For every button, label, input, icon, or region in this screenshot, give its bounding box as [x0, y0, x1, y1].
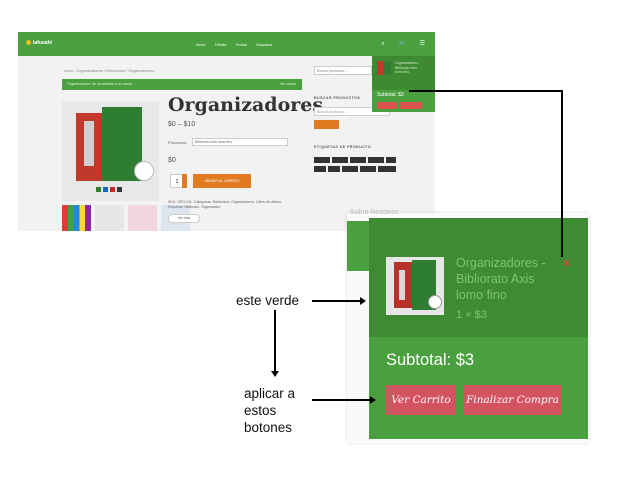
- mini-cart-thumbnail-green: [383, 61, 391, 75]
- mini-checkout-button[interactable]: [400, 102, 422, 109]
- product-option-select[interactable]: Bibliorato Axis lomo fino: [192, 138, 288, 146]
- annotation-green: este verde: [236, 293, 300, 308]
- mini-cart-item: Organizadores - Bibliorato Axis lomo fin…: [372, 56, 435, 90]
- remove-item-icon[interactable]: ×: [563, 256, 571, 270]
- sidebar-heading-tags: ETIQUETAS DE PRODUCTO: [314, 145, 372, 149]
- annotation-apply-line1: aplicar a: [244, 386, 296, 401]
- product-title: Organizadores: [168, 94, 324, 116]
- more-button[interactable]: Ver más: [168, 214, 200, 223]
- swatch-black[interactable]: [117, 187, 122, 192]
- buttons-pointer-line: [312, 399, 372, 401]
- product-meta: SKU: ORG-011. Categorías: Biblioratos, O…: [168, 200, 282, 209]
- swatch-green[interactable]: [96, 187, 101, 192]
- cart-item-name[interactable]: Organizadores - Bibliorato Axis lomo fin…: [456, 256, 546, 302]
- connector-vertical: [561, 90, 563, 257]
- connector-horizontal: [409, 90, 562, 92]
- notice-view-cart-link[interactable]: Ver carrito: [280, 82, 296, 86]
- price-range: $0 – $10: [168, 121, 196, 128]
- annotation-apply-line2: estos: [244, 403, 277, 418]
- search-icon[interactable]: ⌕: [381, 41, 385, 47]
- product-badge-icon: [428, 295, 442, 309]
- site-header: lafusahi Inicio Tienda Textos Nosotros ⌕…: [18, 32, 435, 56]
- logo-icon: [26, 40, 31, 46]
- main-nav: Inicio Tienda Textos Nosotros: [196, 42, 280, 47]
- mini-view-cart-button[interactable]: [377, 102, 397, 109]
- tag[interactable]: [350, 157, 366, 163]
- green-pointer-line: [312, 300, 362, 302]
- notice-text: "Organizadores" se ha añadido a tu carri…: [66, 82, 133, 86]
- annotation-apply: aplicar a estos botones: [244, 385, 295, 436]
- nav-item-nosotros[interactable]: Nosotros: [256, 42, 273, 47]
- cart-dropdown-zoomed: Organizadores - Bibliorato Axis lomo fin…: [369, 218, 588, 439]
- added-to-cart-notice: "Organizadores" se ha añadido a tu carri…: [62, 79, 302, 90]
- header-icons: ⌕ 🛒 ☰: [369, 40, 425, 48]
- quantity-stepper[interactable]: [182, 174, 187, 188]
- mini-cart-subtotal: Subtotal: $3: [377, 92, 404, 98]
- annotation-apply-line3: botones: [244, 420, 293, 435]
- nav-item-tienda[interactable]: Tienda: [214, 42, 227, 47]
- tag[interactable]: [378, 166, 396, 172]
- thumb-binder-label: [399, 270, 405, 300]
- mini-cart-item-name[interactable]: Organizadores - Bibliorato Axis lomo fin…: [395, 61, 421, 74]
- zoom-badge-icon[interactable]: [134, 161, 154, 181]
- cart-item-thumbnail[interactable]: [386, 257, 444, 315]
- tag[interactable]: [328, 166, 340, 172]
- menu-icon[interactable]: ☰: [419, 41, 425, 47]
- apply-down-arrow: [271, 371, 279, 377]
- add-to-cart-button[interactable]: AÑADIR AL CARRITO: [193, 174, 251, 188]
- green-pointer-arrow: [360, 297, 366, 305]
- option-label: Productos:: [168, 140, 188, 145]
- buttons-pointer-arrow: [370, 396, 376, 404]
- tag[interactable]: [386, 157, 396, 163]
- green-to-apply-line: [274, 310, 276, 373]
- mini-cart-dropdown: Organizadores - Bibliorato Axis lomo fin…: [372, 56, 435, 112]
- variant-price: $0: [168, 157, 176, 164]
- site-logo[interactable]: lafusahi: [26, 40, 52, 46]
- cart-item-quantity: 1 × $3: [456, 309, 487, 321]
- sidebar-heading-search: BUSCAR PRODUCTOS: [314, 96, 361, 100]
- tag[interactable]: [332, 157, 348, 163]
- binder-label: [84, 121, 94, 166]
- checkout-button[interactable]: Finalizar Compra: [464, 385, 561, 415]
- nav-item-inicio[interactable]: Inicio: [196, 42, 206, 47]
- website-screenshot: lafusahi Inicio Tienda Textos Nosotros ⌕…: [18, 32, 435, 231]
- tag[interactable]: [314, 157, 330, 163]
- swatch-blue[interactable]: [103, 187, 108, 192]
- product-gallery[interactable]: [62, 101, 159, 201]
- tag[interactable]: [342, 166, 358, 172]
- swatch-red[interactable]: [110, 187, 115, 192]
- tag[interactable]: [314, 166, 326, 172]
- zoom-header-strip: [347, 221, 369, 271]
- faded-nav-text: Sobre Nosotros: [350, 209, 399, 216]
- header-search-input[interactable]: Buscar productos…: [314, 66, 372, 75]
- sidebar-search-button[interactable]: [314, 120, 339, 129]
- thumbnail-2[interactable]: [95, 205, 124, 231]
- thumbnail-1[interactable]: [62, 205, 91, 231]
- breadcrumb: Inicio / Organizadores / Biblioratos / O…: [64, 68, 155, 73]
- cart-item-row: Organizadores - Bibliorato Axis lomo fin…: [369, 218, 588, 337]
- cart-icon[interactable]: 🛒: [398, 41, 406, 47]
- mini-cart-remove-icon[interactable]: ×: [427, 60, 430, 65]
- nav-item-textos[interactable]: Textos: [235, 42, 248, 47]
- tag[interactable]: [368, 157, 384, 163]
- tag[interactable]: [360, 166, 376, 172]
- view-cart-button[interactable]: Ver Carrito: [386, 385, 456, 415]
- cart-subtotal: Subtotal: $3: [386, 351, 475, 369]
- thumbnail-3[interactable]: [128, 205, 157, 231]
